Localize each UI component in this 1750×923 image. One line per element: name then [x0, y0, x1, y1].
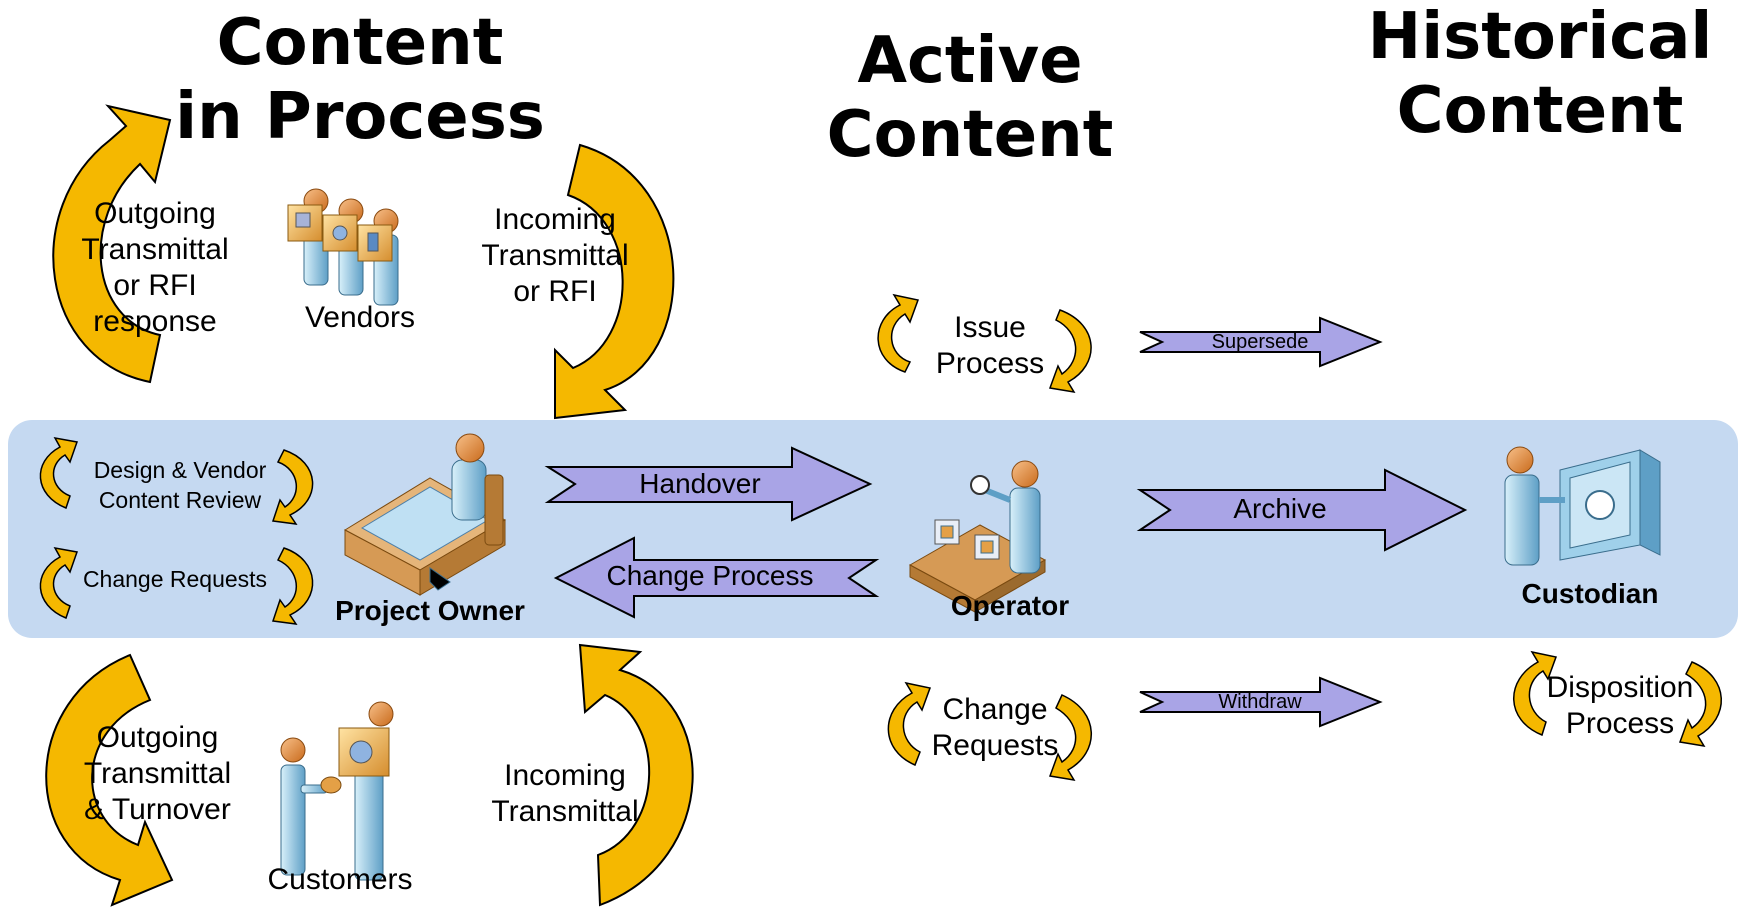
heading-active-content: Active Content: [826, 24, 1114, 172]
archive-label: Archive: [1233, 493, 1327, 524]
operator-illustration: [908, 460, 1047, 613]
custodian-label: Custodian: [1521, 578, 1659, 609]
handover-arrow: [544, 446, 873, 522]
customers-illustration: [280, 701, 394, 881]
supersede-label: Supersede: [1211, 331, 1309, 353]
change-requests-active-cycle-arrows: [887, 681, 1092, 782]
supersede-arrow: [1139, 316, 1383, 368]
incoming-rfi-cycle-arrow: [554, 143, 675, 420]
disposition-process-cycle-arrows: [1513, 650, 1722, 748]
incoming-rfi-label: Incoming Transmittal or RFI: [481, 203, 629, 308]
design-review-cycle-arrows: [39, 436, 314, 525]
project-owner-illustration: [343, 433, 507, 596]
archive-arrow: [1136, 468, 1468, 552]
heading-historical-content: Historical Content: [1367, 0, 1713, 148]
change-requests-active-label: Change Requests: [931, 693, 1059, 762]
project-owner-label: Project Owner: [335, 595, 525, 626]
handover-label: Handover: [639, 468, 761, 499]
vendors-illustration: [287, 188, 399, 306]
withdraw-arrow: [1139, 676, 1383, 728]
design-review-label: Design & Vendor Content Review: [93, 457, 267, 513]
withdraw-label: Withdraw: [1218, 691, 1302, 713]
outgoing-turnover-label: Outgoing Transmittal & Turnover: [83, 721, 232, 826]
operator-label: Operator: [950, 590, 1070, 621]
outgoing-rfi-cycle-arrow: [52, 104, 172, 384]
change-process-label: Change Process: [606, 560, 814, 591]
incoming-transmittal-label: Incoming Transmittal: [491, 759, 639, 828]
issue-process-cycle-arrows: [877, 293, 1092, 394]
outgoing-rfi-label: Outgoing Transmittal or RFI response: [81, 197, 229, 338]
outgoing-turnover-cycle-arrow: [45, 653, 174, 907]
vendors-label: Vendors: [304, 301, 416, 334]
incoming-transmittal-cycle-arrow: [578, 643, 694, 907]
disposition-process-label: Disposition Process: [1546, 671, 1694, 740]
change-process-arrow: [553, 536, 880, 619]
change-requests-owner-cycle-arrows: [39, 546, 314, 625]
issue-process-label: Issue Process: [935, 311, 1045, 380]
change-requests-owner-label: Change Requests: [82, 566, 268, 592]
heading-content-in-process: Content in Process: [175, 6, 545, 154]
customers-label: Customers: [267, 863, 413, 896]
custodian-illustration: [1504, 446, 1661, 566]
